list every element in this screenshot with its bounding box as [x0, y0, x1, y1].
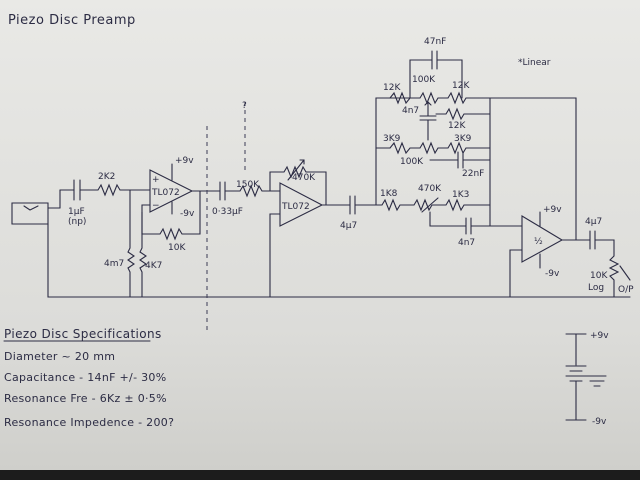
label-10k-fb: 10K	[168, 243, 186, 253]
spec-row-capacitance: Capacitance - 14nF +/- 30%	[4, 371, 166, 384]
label-100k-mid: 100K	[400, 157, 424, 167]
resistor-12k-c	[435, 107, 491, 121]
supply-minus-1: -9v	[180, 209, 195, 219]
label-3k9-b: 3K9	[454, 134, 472, 144]
capacitor-4n7-b	[429, 211, 523, 235]
label-4u7-b: 4µ7	[585, 217, 602, 227]
capacitor-4u7-a	[341, 195, 377, 215]
opamp-2	[279, 182, 324, 227]
capacitor-4n7-tone	[419, 109, 437, 131]
label-3k9-a: 3K9	[383, 134, 401, 144]
label-47nf: 47nF	[424, 37, 446, 47]
label-4n7-tone: 4n7	[402, 106, 419, 116]
label-1k3: 1K3	[452, 190, 469, 200]
label-4k7: 4K7	[145, 261, 162, 271]
resistor-150k	[235, 184, 281, 198]
label-4u7-a: 4µ7	[340, 221, 357, 231]
schematic-page: Piezo Disc Preamp 1µF (np) 2K2 4m7 4K7 +…	[0, 0, 640, 470]
supply-minus-2: -9v	[545, 269, 560, 279]
opamp-1-label: TL072	[151, 188, 180, 198]
treble-network	[389, 91, 491, 105]
label-4m7: 4m7	[104, 259, 124, 269]
capacitor-1uf	[59, 179, 93, 201]
resistor-10k-feedback	[141, 190, 201, 241]
label-22nf: 22nF	[462, 169, 484, 179]
spec-row-diameter: Diameter ~ 20 mm	[4, 350, 115, 363]
opamp-3-label: ½	[534, 237, 543, 247]
label-470k-b: 470K	[418, 184, 442, 194]
arrow-mark: ?	[242, 101, 247, 111]
label-output: O/P	[618, 285, 634, 295]
opamp-3	[521, 215, 564, 263]
label-1uf-np: (np)	[68, 217, 86, 227]
ground-rail	[47, 223, 631, 298]
capacitor-4u7-b	[583, 230, 615, 257]
feedback-return	[489, 97, 577, 241]
battery-minus: -9v	[592, 417, 607, 427]
label-2k2: 2K2	[98, 172, 115, 182]
capacitor-47nf	[409, 50, 463, 99]
label-470k: 470K	[292, 173, 316, 183]
label-1uf: 1µF	[68, 207, 85, 217]
label-4n7-b: 4n7	[458, 238, 475, 248]
photo-bottom-edge	[0, 470, 640, 480]
label-12k-c: 12K	[448, 121, 466, 131]
diagram-title: Piezo Disc Preamp	[8, 13, 136, 28]
svg-text:−: −	[152, 201, 160, 211]
specs-heading: Piezo Disc Specifications	[4, 327, 162, 341]
label-100k-top: 100K	[412, 75, 436, 85]
pot-470k-gain	[269, 165, 327, 206]
supply-plus-2: +9v	[543, 205, 562, 215]
label-12k-a: 12K	[383, 83, 401, 93]
bass-network	[389, 141, 491, 155]
label-1k8: 1K8	[380, 189, 398, 199]
spec-row-resonance-freq: Resonance Fre - 6Kz ± 0·5%	[4, 392, 167, 405]
svg-text:+: +	[152, 175, 160, 185]
input-jack	[11, 202, 61, 225]
mid-network	[375, 198, 491, 212]
resistor-4k7	[139, 211, 147, 298]
opamp-1	[149, 169, 194, 213]
resistor-4m7	[127, 189, 135, 298]
linear-note: *Linear	[518, 58, 551, 68]
label-12k-b: 12K	[452, 81, 470, 91]
label-150k: 150K	[236, 180, 260, 190]
battery-plus: +9v	[590, 331, 609, 341]
spec-row-resonance-impedance: Resonance Impedence - 200?	[4, 416, 174, 429]
pot-10k-volume	[608, 255, 620, 298]
schematic-drawing: Piezo Disc Preamp 1µF (np) 2K2 4m7 4K7 +…	[3, 13, 634, 429]
opamp-2-label: TL072	[281, 202, 310, 212]
label-log: Log	[588, 283, 604, 293]
resistor-2k2	[91, 183, 151, 197]
battery-supply	[565, 333, 607, 421]
capacitor-0-33uf	[209, 181, 237, 201]
supply-plus-1: +9v	[175, 156, 194, 166]
label-10k: 10K	[590, 271, 608, 281]
label-0-33uf: 0·33µF	[212, 207, 243, 217]
capacitor-22nf	[429, 151, 491, 169]
